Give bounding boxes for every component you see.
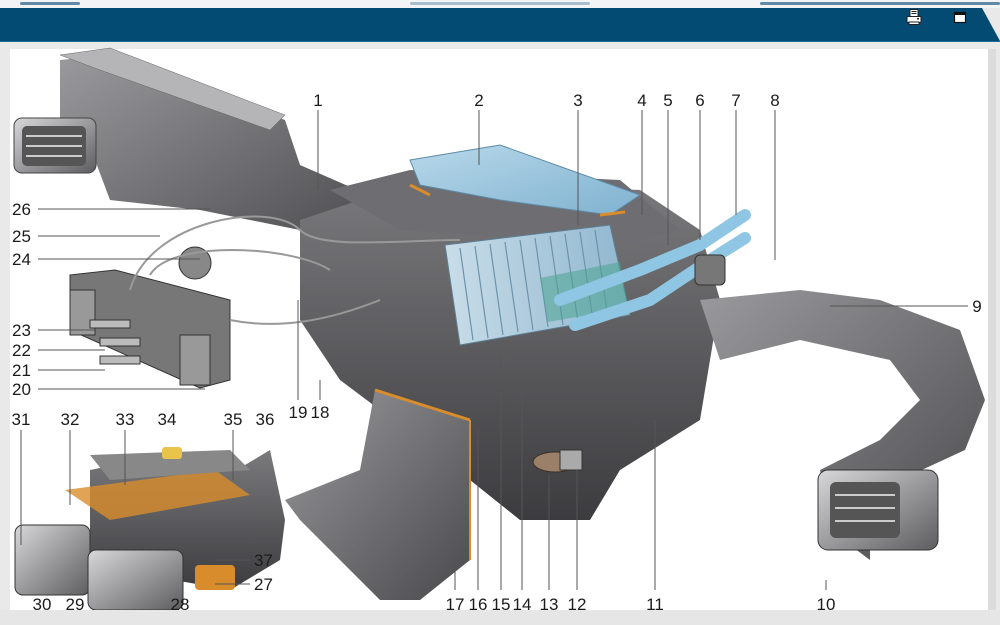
callout-34: 34 (158, 410, 177, 429)
callout-18: 18 (311, 403, 330, 422)
callout-32: 32 (61, 410, 80, 429)
coolant-pipes (554, 209, 751, 331)
callout-37: 37 (254, 551, 273, 570)
callout-22: 22 (12, 341, 31, 360)
decoration (410, 2, 590, 5)
callout-labels: 1 2 3 4 5 6 7 8 9 10 11 12 13 14 15 16 1… (12, 91, 982, 614)
callout-3: 3 (573, 91, 582, 110)
top-strip (0, 0, 1000, 8)
callout-2: 2 (474, 91, 483, 110)
callout-13: 13 (540, 595, 559, 614)
callout-29: 29 (66, 595, 85, 614)
leader-lines (20, 110, 968, 590)
callout-11: 11 (646, 595, 664, 614)
frame-shadow (988, 49, 996, 619)
title-bar-corner (982, 8, 1000, 41)
upper-left-air-duct (59, 47, 380, 250)
callout-17: 17 (446, 595, 465, 614)
callout-30: 30 (33, 595, 52, 614)
callout-8: 8 (770, 91, 779, 110)
callout-4: 4 (637, 91, 646, 110)
right-air-duct (700, 290, 985, 560)
callout-23: 23 (12, 321, 31, 340)
callout-12: 12 (568, 595, 587, 614)
control-cables (129, 215, 461, 325)
callout-15: 15 (492, 595, 511, 614)
callout-35: 35 (224, 410, 243, 429)
callout-16: 16 (469, 595, 488, 614)
callout-14: 14 (513, 595, 532, 614)
callout-10: 10 (817, 595, 836, 614)
callout-21: 21 (12, 361, 31, 380)
right-air-vent (817, 469, 939, 551)
callout-25: 25 (12, 227, 31, 246)
heater-motor (532, 449, 583, 473)
title-bar (0, 8, 1000, 42)
callout-20: 20 (12, 380, 31, 399)
heater-tap (694, 254, 726, 286)
callout-6: 6 (695, 91, 704, 110)
callout-31: 31 (12, 410, 31, 429)
callout-27: 27 (254, 575, 273, 594)
bottom-strip (0, 610, 1000, 625)
callout-9: 9 (972, 297, 981, 316)
maximize-window-icon[interactable] (952, 9, 968, 25)
callout-33: 33 (116, 410, 135, 429)
inset-center-vents (14, 447, 285, 611)
callout-7: 7 (731, 91, 740, 110)
control-unit (69, 246, 231, 389)
callout-36: 36 (256, 410, 275, 429)
radiator-cover (409, 144, 642, 217)
callout-26: 26 (12, 200, 31, 219)
callout-1: 1 (313, 91, 322, 110)
callout-28: 28 (171, 595, 190, 614)
left-air-vent (13, 117, 97, 174)
decoration (20, 2, 80, 5)
callout-19: 19 (289, 403, 308, 422)
print-icon[interactable] (906, 9, 922, 25)
callout-24: 24 (12, 250, 31, 269)
lower-air-duct (285, 388, 471, 600)
decoration (760, 2, 1000, 5)
callout-5: 5 (663, 91, 672, 110)
